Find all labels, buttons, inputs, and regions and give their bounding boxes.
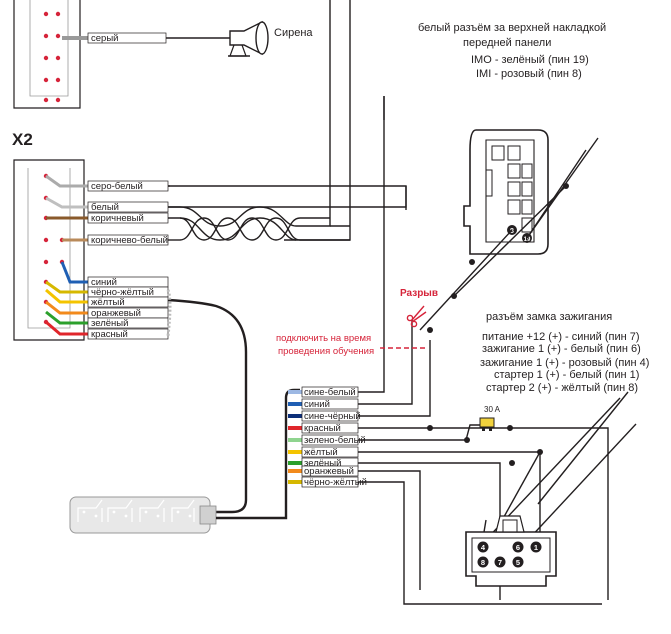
learn-note-1: подключить на время bbox=[276, 333, 371, 344]
relay-wire-label: зелёный bbox=[304, 458, 341, 469]
relay-wire-label: красный bbox=[304, 423, 341, 434]
relay-wire-label: жёлтый bbox=[304, 447, 338, 458]
top-pin-a: 8 bbox=[510, 228, 514, 235]
x2-wire-label: коричнево-белый bbox=[91, 235, 168, 246]
top-connector-imo: IMO - зелёный (пин 19) bbox=[471, 54, 589, 66]
ignition-pin: 6 bbox=[516, 543, 520, 552]
relay-wire-label: оранжевый bbox=[304, 466, 354, 477]
relay-wire-label: чёрно-жёлтый bbox=[304, 477, 367, 488]
siren-icon bbox=[228, 20, 269, 57]
ignition-lock-title: разъём замка зажигания bbox=[486, 311, 612, 323]
ignition-line: стартер 2 (+) - жёлтый (пин 8) bbox=[486, 382, 638, 394]
ignition-pin: 8 bbox=[481, 558, 485, 567]
top-connector-caption-2: передней панели bbox=[463, 37, 551, 49]
x2-title: X2 bbox=[12, 130, 33, 149]
relay-wire-label: сине-чёрный bbox=[304, 411, 361, 422]
x2-wire-label: зелёный bbox=[91, 318, 128, 329]
x2-wire-label: чёрно-жёлтый bbox=[91, 287, 154, 298]
learn-note-2: проведения обучения bbox=[278, 346, 374, 357]
ignition-connector: 4 6 1 8 7 5 bbox=[465, 515, 557, 587]
ignition-line: стартер 1 (+) - белый (пин 1) bbox=[494, 369, 639, 381]
junction-dots bbox=[427, 425, 543, 466]
relay-wire-label: синий bbox=[304, 399, 330, 410]
x2-wire-label: коричневый bbox=[91, 213, 144, 224]
x2-wire-labels: серо-белый белый коричневый коричнево-бе… bbox=[87, 180, 169, 340]
x2-connector bbox=[13, 159, 88, 341]
relay-block bbox=[69, 496, 217, 534]
x2-wire-label: белый bbox=[91, 202, 119, 213]
top-left-connector bbox=[13, 0, 81, 109]
cut-label: Разрыв bbox=[400, 288, 438, 299]
x2-wire-label: оранжевый bbox=[91, 308, 141, 319]
ignition-pin: 5 bbox=[516, 558, 520, 567]
top-pin-b: 19 bbox=[524, 237, 531, 243]
x2-bundle bbox=[167, 298, 248, 514]
fuse-label: 30 A bbox=[484, 405, 501, 414]
relay-wire-labels: сине-белый синий сине-чёрный красный зел… bbox=[301, 386, 367, 488]
ignition-line: питание +12 (+) - синий (пин 7) bbox=[482, 331, 640, 343]
siren-wire-label: серый bbox=[91, 33, 118, 44]
ignition-pin: 1 bbox=[534, 543, 538, 552]
scissors-icon bbox=[406, 305, 427, 328]
twisted-pair bbox=[168, 186, 407, 241]
relay-bundle bbox=[216, 388, 300, 520]
x2-wire-label: жёлтый bbox=[91, 297, 125, 308]
ignition-line: зажигание 1 (+) - розовый (пин 4) bbox=[480, 357, 649, 369]
top-connector-imi: IMI - розовый (пин 8) bbox=[476, 68, 582, 80]
siren-label: Сирена bbox=[274, 27, 313, 39]
x2-wire-label: красный bbox=[91, 329, 128, 340]
relay-wire-colors bbox=[288, 390, 302, 484]
fuse-icon bbox=[479, 417, 495, 431]
top-right-connector: 8 19 bbox=[463, 129, 549, 255]
x2-wire-label: синий bbox=[91, 277, 117, 288]
ignition-line: зажигание 1 (+) - белый (пин 6) bbox=[482, 343, 641, 355]
bundle-tie bbox=[166, 289, 172, 337]
ignition-pin: 4 bbox=[481, 543, 486, 552]
relay-wire-label: сине-белый bbox=[304, 387, 356, 398]
x2-wire-label: серо-белый bbox=[91, 181, 143, 192]
imo-imi-wires bbox=[419, 137, 599, 331]
siren-wire: серый bbox=[62, 32, 230, 44]
relay-wire-label: зелено-белый bbox=[304, 435, 366, 446]
top-connector-caption-1: белый разъём за верхней накладкой bbox=[418, 22, 606, 34]
ignition-pin: 7 bbox=[498, 558, 502, 567]
